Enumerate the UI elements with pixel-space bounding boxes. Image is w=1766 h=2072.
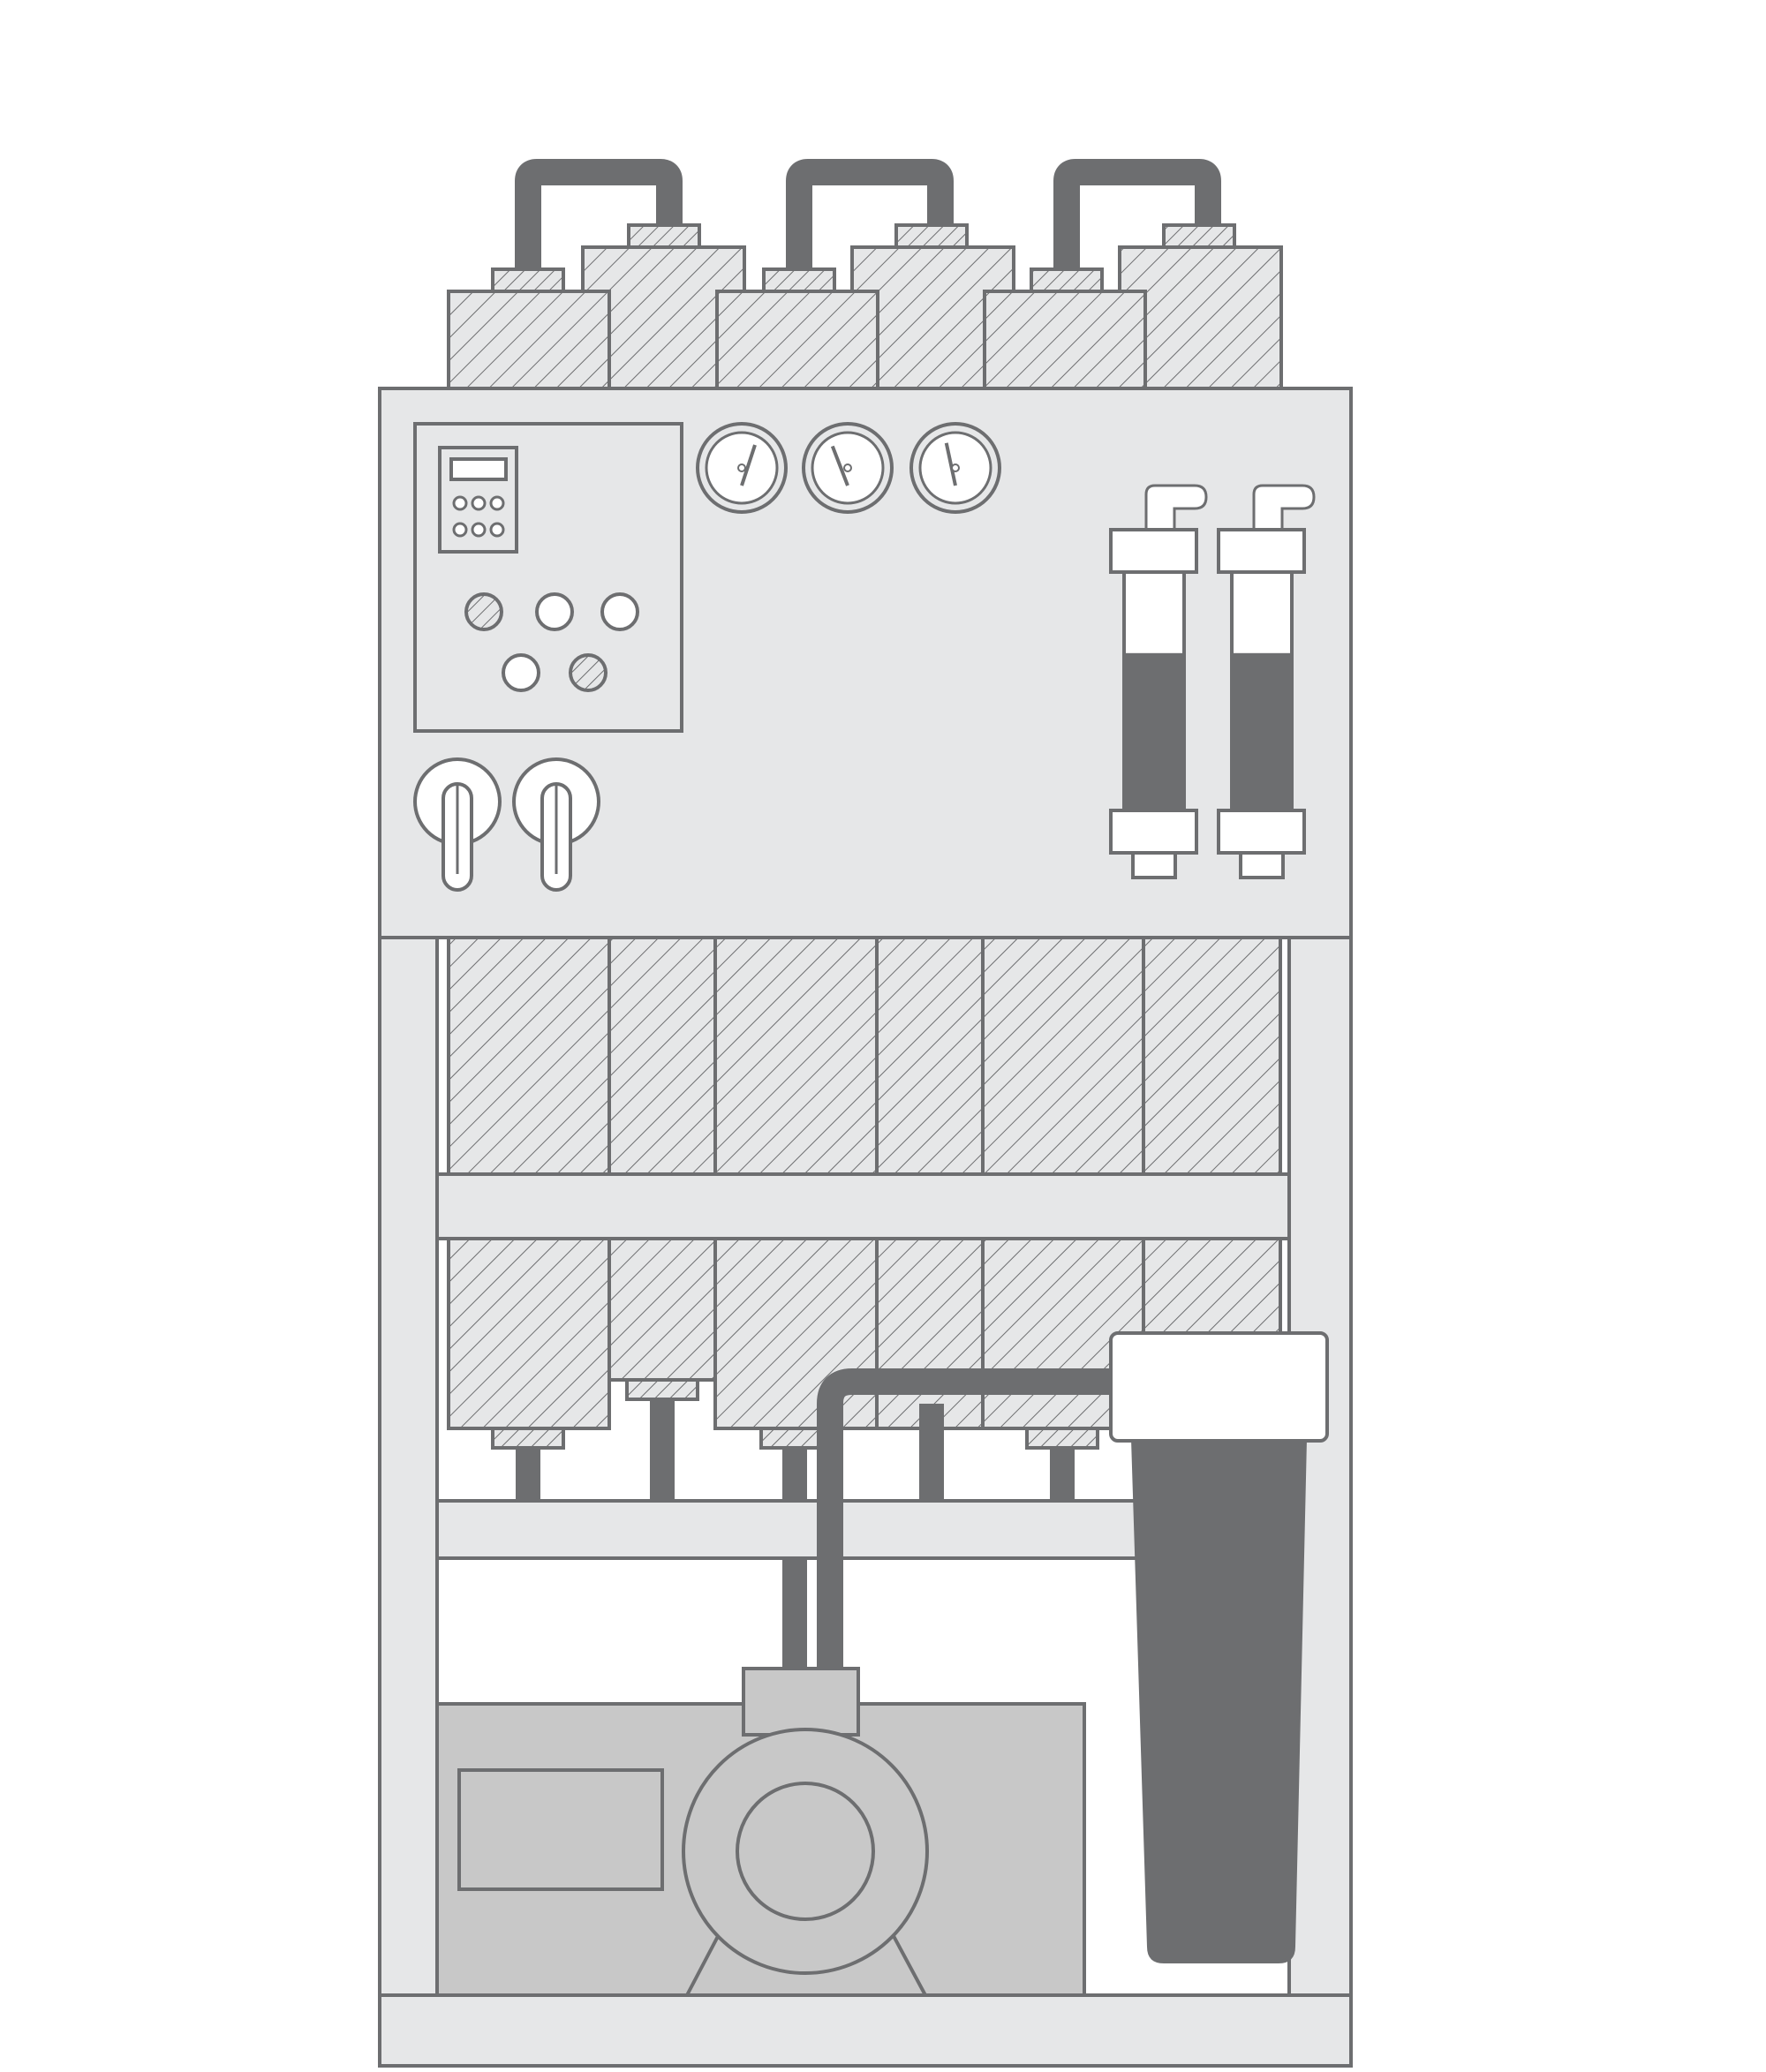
filter-feed-pipe [817,1368,1121,1669]
vessel [983,290,1147,395]
control-panel-section [378,387,1353,939]
frame-left-upright [378,934,439,2006]
pressure-gauges [696,422,1001,514]
keypad-buttons[interactable] [452,495,505,538]
lamp-off [535,592,574,631]
frame-base [378,1993,1353,2068]
middle-membrane-vessels [447,934,1282,1176]
pump-motor-assembly [435,1667,1086,1997]
gauge-icon [802,422,894,514]
filter-head [1109,1331,1329,1443]
vessel [715,290,879,395]
flow-meters [1109,484,1316,879]
indicator-lamps [464,592,639,692]
motor-nameplate [457,1768,664,1891]
controller-display [449,457,508,481]
cartridge-filter [817,1331,1329,1963]
lamp-hatched [569,653,608,692]
top-pipe-2 [786,159,954,269]
lamp-off [502,653,540,692]
top-membrane-vessels [447,159,1283,395]
selector-switch-icon[interactable] [413,757,502,892]
flowmeter-icon [1217,484,1316,879]
filter-housing [1130,1437,1308,1963]
gauge-icon [696,422,788,514]
lamp-hatched [464,592,503,631]
selector-switches[interactable] [413,757,600,892]
frame-crossbar-upper [435,1172,1291,1240]
top-pipe-1 [515,159,683,269]
top-pipe-3 [1053,159,1221,269]
flowmeter-icon [1109,484,1208,879]
selector-switch-icon[interactable] [512,757,600,892]
vessel [447,290,611,395]
pump-outlet [742,1667,860,1737]
gauge-icon [909,422,1001,514]
lamp-off [600,592,639,631]
pump-impeller [736,1782,875,1921]
